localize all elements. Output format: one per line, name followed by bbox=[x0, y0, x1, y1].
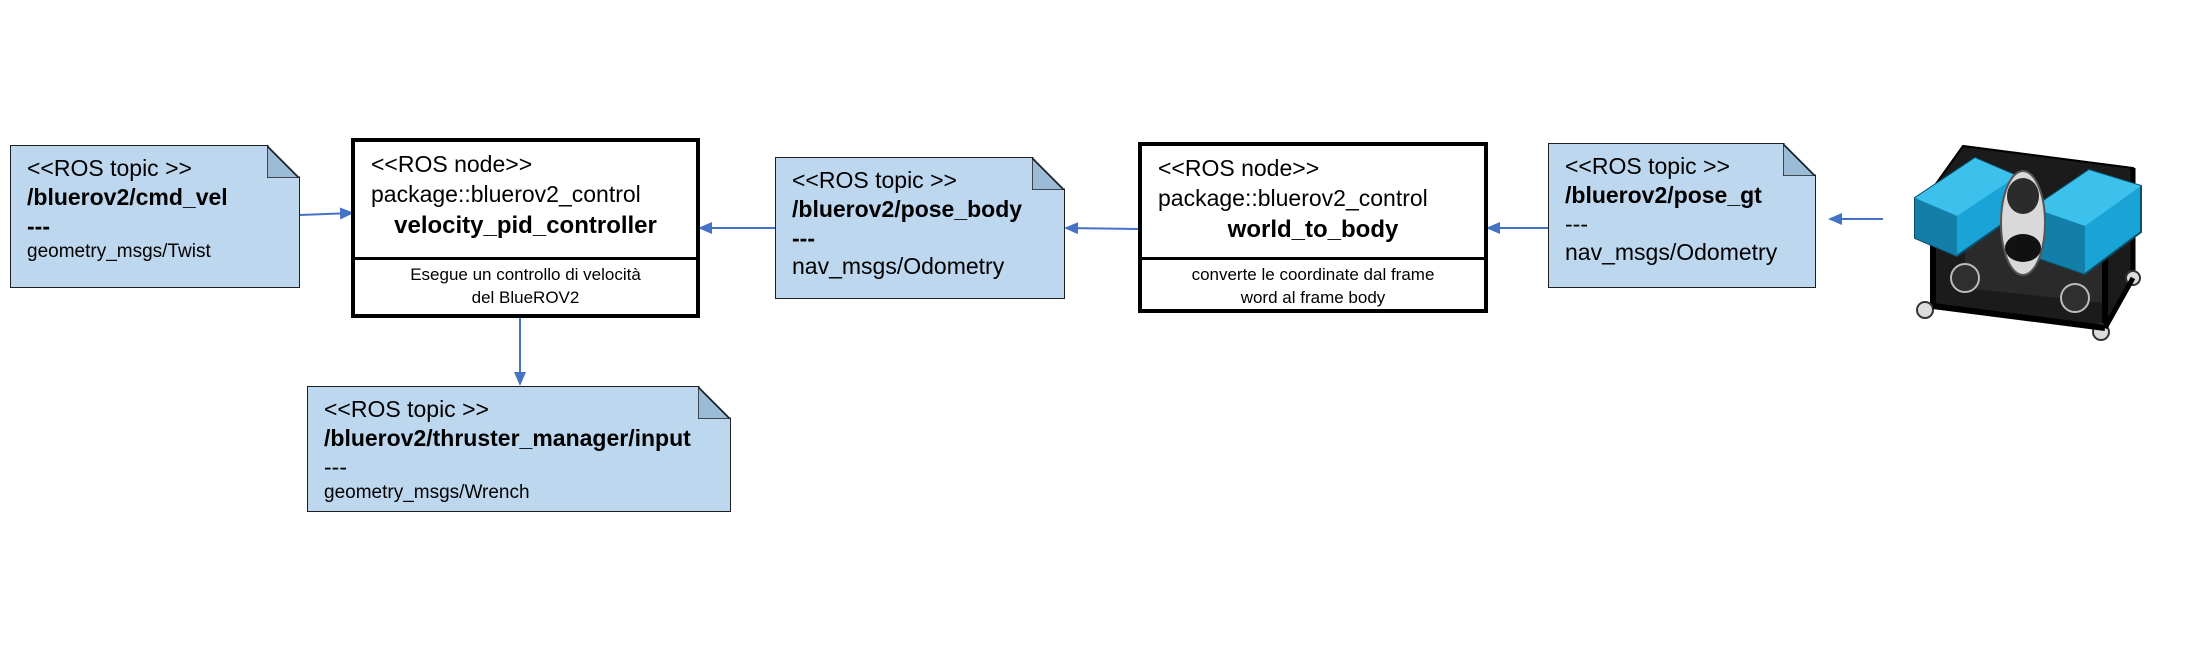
node-header: <<ROS node>> package::bluerov2_control w… bbox=[1142, 146, 1484, 260]
node-package: package::bluerov2_control bbox=[371, 180, 641, 207]
topic-stereotype: <<ROS topic >> bbox=[27, 155, 192, 181]
node-name: world_to_body bbox=[1227, 215, 1399, 243]
topic-note-pose-gt: <<ROS topic >> /bluerov2/pose_gt --- nav… bbox=[1548, 143, 1816, 288]
folded-corner bbox=[1032, 158, 1064, 190]
topic-note-pose-body: <<ROS topic >> /bluerov2/pose_body --- n… bbox=[775, 157, 1065, 299]
node-stereotype: <<ROS node>> bbox=[371, 151, 533, 177]
topic-separator: --- bbox=[27, 212, 50, 239]
topic-stereotype: <<ROS topic >> bbox=[792, 167, 957, 193]
node-stereotype: <<ROS node>> bbox=[1158, 155, 1320, 181]
topic-note-cmd-vel: <<ROS topic >> /bluerov2/cmd_vel --- geo… bbox=[10, 145, 300, 288]
folded-corner bbox=[1783, 144, 1815, 176]
topic-name: /bluerov2/pose_gt bbox=[1565, 181, 1762, 208]
topic-stereotype: <<ROS topic >> bbox=[324, 396, 489, 422]
arrow-world-to-body-to-pose-body bbox=[1064, 222, 1139, 235]
folded-corner bbox=[698, 387, 730, 419]
topic-separator: --- bbox=[324, 453, 347, 480]
bluerov2-robot-image bbox=[1914, 144, 2142, 341]
arrow-cmd-vel-to-velocity-node bbox=[299, 207, 354, 220]
topic-name: /bluerov2/cmd_vel bbox=[27, 183, 228, 210]
topic-message-type: nav_msgs/Odometry bbox=[1565, 239, 1778, 266]
topic-note-thruster-input: <<ROS topic >> /bluerov2/thruster_manage… bbox=[307, 386, 731, 512]
node-description-line-2: word al frame body bbox=[1240, 287, 1386, 307]
node-description-line-1: converte le coordinate dal frame bbox=[1191, 265, 1435, 284]
node-description: converte le coordinate dal frame word al… bbox=[1142, 260, 1484, 312]
topic-name: /bluerov2/thruster_manager/input bbox=[324, 424, 691, 451]
topic-message-type: geometry_msgs/Wrench bbox=[324, 482, 530, 504]
node-velocity-pid-controller: <<ROS node>> package::bluerov2_control v… bbox=[351, 138, 700, 318]
topic-separator: --- bbox=[1565, 210, 1588, 237]
topic-name: /bluerov2/pose_body bbox=[792, 195, 1023, 222]
node-description-line-1: Esegue un controllo di velocità bbox=[410, 265, 641, 284]
topic-message-type: nav_msgs/Odometry bbox=[792, 253, 1005, 280]
topic-separator: --- bbox=[792, 224, 815, 251]
node-description: Esegue un controllo di velocità del Blue… bbox=[355, 260, 696, 312]
node-world-to-body: <<ROS node>> package::bluerov2_control w… bbox=[1138, 142, 1488, 313]
node-description-line-2: del BlueROV2 bbox=[471, 287, 580, 307]
node-name: velocity_pid_controller bbox=[394, 211, 657, 239]
node-header: <<ROS node>> package::bluerov2_control v… bbox=[355, 142, 696, 260]
rov-right-float bbox=[2032, 168, 2142, 276]
topic-message-type: geometry_msgs/Twist bbox=[27, 241, 211, 263]
topic-stereotype: <<ROS topic >> bbox=[1565, 153, 1730, 179]
node-package: package::bluerov2_control bbox=[1158, 184, 1428, 211]
folded-corner bbox=[267, 146, 299, 178]
